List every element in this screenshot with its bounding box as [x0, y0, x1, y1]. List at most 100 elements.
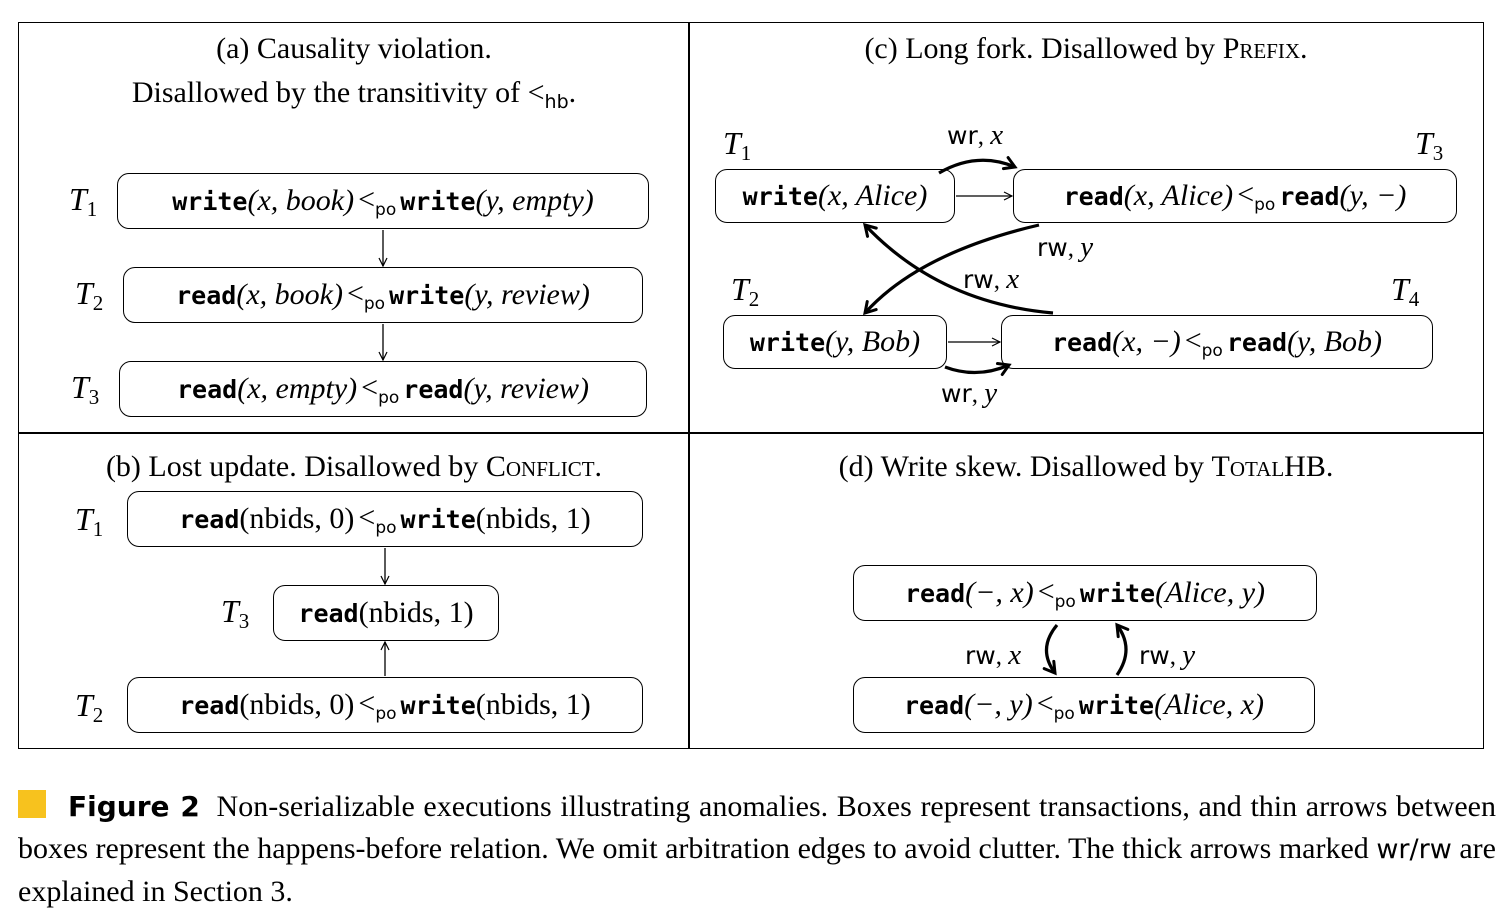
op-args: (y, −): [1339, 179, 1407, 212]
op-write: write: [400, 504, 476, 534]
label-t3: T3: [71, 369, 100, 409]
op-write: write: [1079, 578, 1156, 608]
po-relation: <po: [358, 500, 397, 538]
transaction-box-t2: read(x, book) <po write(y, review): [123, 267, 643, 323]
op-write: write: [742, 181, 818, 211]
op-write: write: [749, 327, 826, 357]
op-write: write: [400, 690, 476, 720]
op-read: read: [903, 690, 965, 720]
rw-x-arrow: [1042, 623, 1059, 676]
wr-y-arrow: [944, 362, 1012, 377]
op-args: (nbids, 1): [358, 596, 474, 629]
po-relation: <po: [1184, 323, 1223, 361]
transaction-box-t2: write(y, Bob): [723, 315, 947, 369]
panel-a-arrows: [19, 230, 691, 435]
po-relation: <po: [358, 182, 397, 220]
op-read: read: [179, 690, 240, 720]
panel-b-title: (b) Lost update. Disallowed by Conflict.: [105, 450, 603, 483]
label-t3: T3: [1415, 125, 1444, 165]
op-read: read: [1226, 327, 1288, 357]
panel-b-arrows: [19, 548, 691, 676]
op-read: read: [176, 280, 237, 310]
label-t2: T2: [731, 271, 760, 311]
op-args: (x, book): [247, 184, 355, 217]
op-read: read: [403, 374, 464, 404]
panel-a-title-end: .: [568, 76, 577, 109]
op-args: (y, review): [463, 372, 590, 405]
op-args: (x, empty): [237, 372, 358, 405]
op-read: read: [1063, 181, 1124, 211]
op-args: (−, y): [964, 688, 1033, 721]
po-relation: <po: [361, 370, 400, 408]
op-args: (y, empty): [475, 184, 594, 217]
op-args: (nbids, 0): [239, 688, 355, 721]
figure-caption: Figure 2 Non-serializable executions ill…: [18, 786, 1496, 913]
panel-a-title-sub: hb: [544, 91, 569, 113]
panel-write-skew: (d) Write skew. Disallowed by TotalHB. r…: [688, 432, 1484, 749]
op-args: (−, x): [965, 576, 1034, 609]
op-args: (x, −): [1112, 325, 1181, 358]
caption-slash: /: [1409, 834, 1419, 865]
po-relation: <po: [1036, 686, 1075, 724]
op-args: (y, Bob): [1287, 325, 1383, 358]
op-args: (x, Alice): [817, 179, 928, 212]
panel-causality-violation: (a) Causality violation. Disallowed by t…: [18, 22, 690, 434]
op-args: (x, Alice): [1123, 179, 1234, 212]
caption-text-end: are explained in Section 3.: [18, 832, 1496, 908]
op-args: (nbids, 1): [475, 502, 591, 535]
po-relation: <po: [358, 686, 397, 724]
transaction-box-t3: read(x, empty) <po read(y, review): [119, 361, 647, 417]
op-args: (Alice, y): [1155, 576, 1266, 609]
op-read: read: [298, 598, 359, 628]
caption-text: Non-serializable executions illustrating…: [18, 790, 1496, 865]
op-read: read: [1279, 181, 1340, 211]
op-write: write: [1078, 690, 1155, 720]
label-t2: T2: [75, 687, 104, 727]
caption-marker: [18, 790, 46, 818]
panel-c-title: (c) Long fork. Disallowed by Prefix.: [864, 32, 1308, 65]
panel-d-title: (d) Write skew. Disallowed by TotalHB.: [838, 450, 1334, 483]
op-write: write: [389, 280, 465, 310]
op-args: (y, Bob): [825, 325, 921, 358]
transaction-box-t2: read(nbids, 0) <po write(nbids, 1): [127, 677, 643, 733]
edge-label-rw-y: rw, y: [1037, 231, 1094, 263]
op-read: read: [179, 504, 240, 534]
transaction-box-t1: write(x, book) <po write(y, empty): [117, 173, 649, 229]
transaction-box-t3: read(x, Alice) <po read(y, −): [1013, 169, 1457, 223]
panel-a-title-line1: (a) Causality violation.: [216, 32, 492, 65]
edge-label-rw-x: rw, x: [965, 639, 1022, 671]
transaction-box-t1: write(x, Alice): [715, 169, 955, 223]
caption-rw: rw: [1418, 834, 1452, 865]
label-t3: T3: [221, 593, 250, 633]
panel-lost-update: (b) Lost update. Disallowed by Conflict.…: [18, 432, 690, 749]
transaction-box-t3: read(nbids, 1): [273, 585, 499, 641]
caption-wr: wr: [1376, 834, 1410, 865]
transaction-box-t4: read(x, −) <po read(y, Bob): [1001, 315, 1433, 369]
po-relation: <po: [1037, 574, 1076, 612]
label-t1: T1: [69, 181, 98, 221]
op-read: read: [904, 578, 966, 608]
op-args: (Alice, x): [1154, 688, 1265, 721]
edge-label-wr-y: wr, y: [941, 377, 998, 409]
rw-x-arrow: [862, 222, 1054, 315]
panel-a-title-text: Disallowed by the transitivity of <: [131, 76, 545, 109]
op-read: read: [177, 374, 238, 404]
edge-label-rw-x: rw, x: [963, 263, 1020, 295]
panel-d-arrows: [1042, 622, 1130, 676]
panel-long-fork: (c) Long fork. Disallowed by Prefix. T1 …: [688, 22, 1484, 434]
po-relation: <po: [346, 276, 386, 314]
op-write: write: [172, 186, 248, 216]
label-t4: T4: [1391, 271, 1420, 311]
panel-c-arrows: [862, 156, 1054, 377]
op-args: (y, review): [464, 278, 590, 311]
po-relation: <po: [1237, 177, 1276, 215]
op-args: (nbids, 0): [239, 502, 355, 535]
transaction-box-top: read(−, x) <po write(Alice, y): [853, 565, 1317, 621]
transaction-box-t1: read(nbids, 0) <po write(nbids, 1): [127, 491, 643, 547]
edge-label-rw-y: rw, y: [1139, 639, 1196, 671]
label-t1: T1: [723, 125, 752, 165]
op-write: write: [400, 186, 476, 216]
rw-y-arrow: [1115, 622, 1130, 676]
op-read: read: [1051, 327, 1113, 357]
edge-label-wr-x: wr, x: [947, 119, 1004, 151]
